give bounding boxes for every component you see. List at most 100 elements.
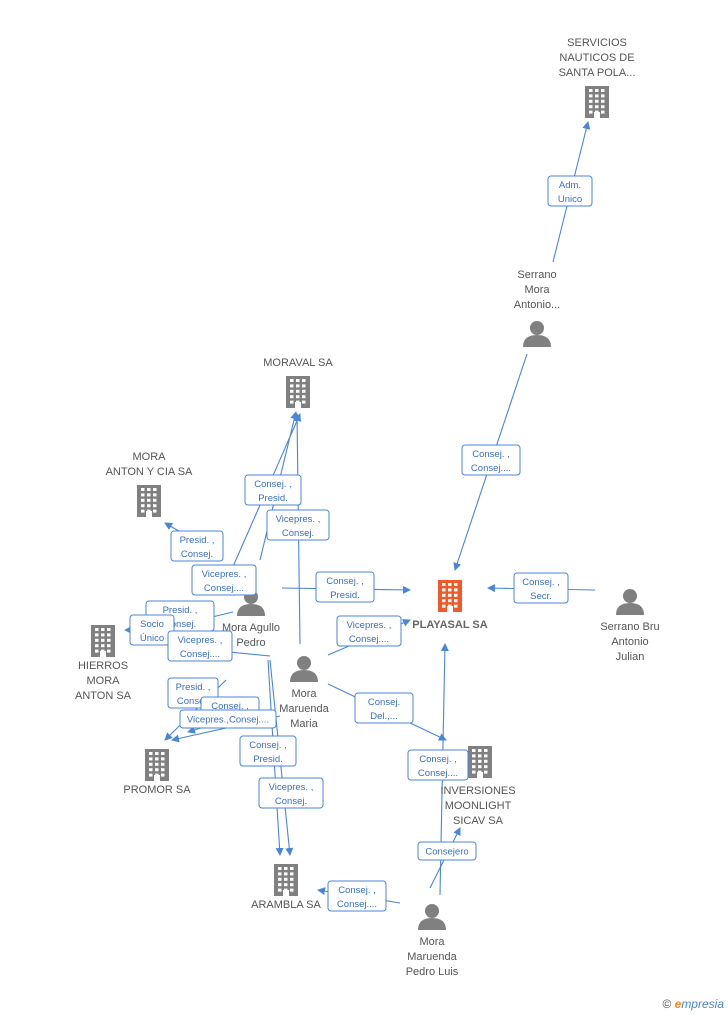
edge-role-text: Presid. ,	[163, 605, 198, 616]
node-label: PLAYASAL SA	[412, 619, 487, 631]
node-label: Serrano	[517, 269, 556, 281]
edge-role-text: Socio	[140, 619, 164, 630]
node-label: NAUTICOS DE	[559, 52, 634, 64]
copyright-symbol: ©	[662, 997, 672, 1011]
edge-role-text: Presid. ,	[176, 682, 211, 693]
edge-role-text: Secr.	[530, 591, 552, 602]
edge-role-text: Vicepres. ,	[347, 620, 392, 631]
node-label: Mora	[524, 284, 550, 296]
edge-role-label[interactable]: Vicepres. , Consej....	[167, 630, 233, 662]
node-label: PROMOR SA	[123, 784, 191, 796]
node-label: Pedro	[236, 637, 265, 649]
edge-role-text: Consej.	[368, 697, 400, 708]
edge-role-text: Consej....	[471, 463, 511, 474]
edge-role-text: Unico	[558, 194, 582, 205]
edge-role-label[interactable]: Consej. ,Presid.	[239, 735, 297, 767]
edge-role-label[interactable]: Consej. ,Secr.	[513, 572, 569, 604]
edge-role-label[interactable]: Presid. , Consej.	[170, 530, 224, 562]
edge-role-text: Vicepres. ,	[269, 782, 314, 793]
edge-role-label[interactable]: Consej.Del.,...	[354, 692, 414, 724]
edge-role-label[interactable]: Vicepres. ,Consej.	[258, 777, 324, 809]
edge-role-text: Consej. ,	[472, 449, 510, 460]
edge-role-text: Presid.	[330, 590, 360, 601]
node-label: Julian	[616, 651, 645, 663]
edge-role-text: Consej....	[418, 768, 458, 779]
edge-role-text: Consej....	[337, 899, 377, 910]
node-label: SICAV SA	[453, 815, 504, 827]
person-icon	[523, 321, 551, 347]
building-icon	[438, 580, 462, 612]
node-label: Mora	[291, 688, 317, 700]
edge-role-text: Consej. ,	[249, 740, 287, 751]
edge-role-label[interactable]: Consej. , Consej....	[407, 749, 469, 781]
node-promor[interactable]: PROMOR SA	[123, 749, 191, 796]
building-icon	[286, 376, 310, 408]
node-moraval[interactable]: MORAVAL SA	[263, 357, 333, 408]
edge-role-text: Consej.	[282, 528, 314, 539]
logo-text: mpresia	[681, 997, 724, 1011]
empresia-logo: © empresia	[662, 997, 724, 1011]
edge-role-text: Consej....	[180, 649, 220, 660]
node-label: INVERSIONES	[440, 785, 515, 797]
node-serrano-mora[interactable]: SerranoMoraAntonio...	[514, 269, 560, 347]
edge-role-text: Vicepres. ,	[276, 514, 321, 525]
node-label: Serrano Bru	[600, 621, 659, 633]
node-label: Mora	[419, 936, 445, 948]
building-icon	[145, 749, 169, 781]
edge-role-label[interactable]: Consej. ,Presid.	[244, 474, 302, 506]
node-label: Antonio	[611, 636, 648, 648]
edge-role-text: Consejero	[425, 847, 468, 858]
edge-role-label[interactable]: Vicepres. , Consej.	[266, 509, 330, 541]
edge-role-text: Consej.	[177, 696, 209, 707]
node-label: ANTON Y CIA SA	[106, 466, 193, 478]
building-icon	[468, 746, 492, 778]
node-label: ANTON SA	[75, 690, 132, 702]
node-label: MORA	[133, 451, 167, 463]
node-arambla[interactable]: ARAMBLA SA	[251, 864, 322, 911]
node-inversiones[interactable]: INVERSIONES MOONLIGHT SICAV SA	[440, 746, 516, 827]
building-icon	[91, 625, 115, 657]
building-icon	[137, 485, 161, 517]
person-icon	[616, 589, 644, 615]
node-label: Antonio...	[514, 299, 560, 311]
edge-role-label[interactable]: Vicepres.,Consej....	[179, 709, 277, 729]
edge-role-text: Vicepres. ,	[202, 569, 247, 580]
edge-role-text: Consej. ,	[338, 885, 376, 896]
node-mora-anton-cia[interactable]: MORA ANTON Y CIA SA	[106, 451, 193, 517]
node-label: MOONLIGHT	[445, 800, 512, 812]
edge-role-text: Consej.	[181, 549, 213, 560]
edge-role-label[interactable]: Vicepres. ,Consej....	[336, 615, 402, 647]
edge-role-text: Consej.	[164, 619, 196, 630]
node-label: Maria	[290, 718, 318, 730]
logo-initial: e	[674, 997, 682, 1011]
edge-role-text: Vicepres. ,	[178, 635, 223, 646]
person-icon	[290, 656, 318, 682]
edge-role-label[interactable]: Vicepres. , Consej....	[191, 564, 257, 596]
node-label: MORAVAL SA	[263, 357, 333, 369]
edge-role-label[interactable]: Consej. , Consej....	[327, 880, 387, 912]
node-label: ARAMBLA SA	[251, 899, 321, 911]
edge-role-text: Consej....	[204, 583, 244, 594]
edge-role-text: Consej. ,	[419, 754, 457, 765]
edge-role-text: Único	[140, 633, 164, 644]
edge-role-text: Vicepres.,Consej....	[187, 715, 269, 726]
node-playasal[interactable]: PLAYASAL SA	[412, 580, 488, 631]
node-label: SANTA POLA...	[559, 67, 636, 79]
edge-role-label[interactable]: Adm.Unico	[547, 175, 593, 207]
node-label: MORA	[87, 675, 121, 687]
edge-role-label[interactable]: Consejero	[417, 841, 477, 861]
edge-role-label[interactable]: Consej. ,Presid.	[315, 571, 375, 603]
edge-role-label[interactable]: Consej. , Consej....	[461, 444, 521, 476]
node-label: Mora Agullo	[222, 622, 280, 634]
node-label: Maruenda	[279, 703, 329, 715]
node-label: Maruenda	[407, 951, 457, 963]
edge-role-text: Presid. ,	[180, 535, 215, 546]
